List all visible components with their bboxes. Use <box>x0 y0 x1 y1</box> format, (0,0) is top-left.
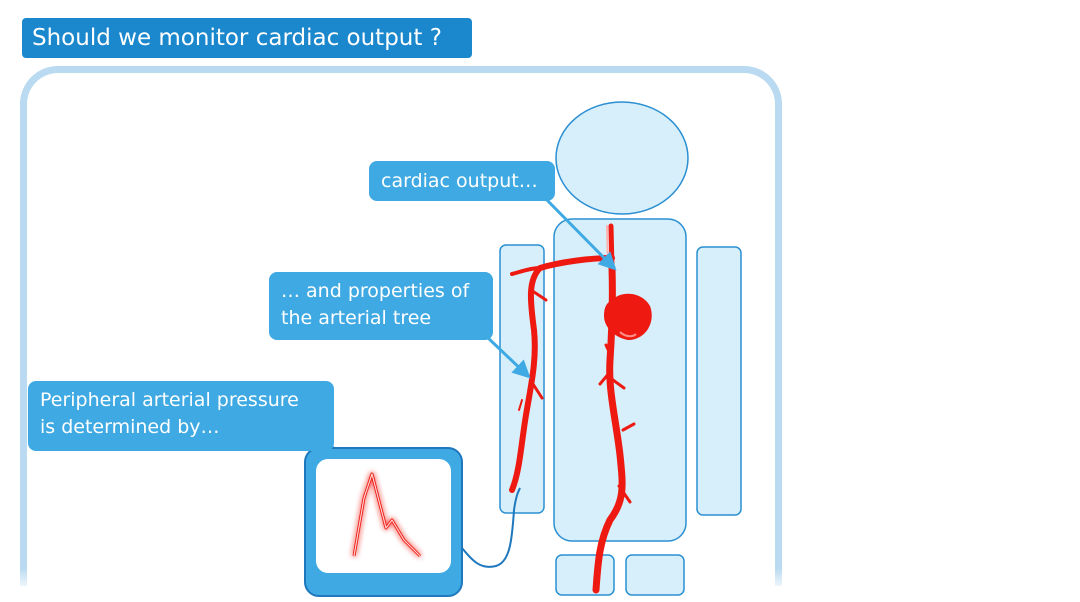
arrow-icon <box>484 334 531 379</box>
torso-shape <box>553 218 687 542</box>
callout-peripheral-pressure: Peripheral arterial pressure is determin… <box>28 381 334 451</box>
callout-arterial-tree: … and properties of the arterial tree <box>269 272 493 340</box>
callout-peripheral-line2: is determined by… <box>40 416 220 438</box>
head-shape <box>555 101 689 215</box>
monitor-cable <box>461 487 521 568</box>
slide-title: Should we monitor cardiac output ? <box>22 18 472 58</box>
left-leg-shape <box>555 554 615 596</box>
left-arm-shape <box>499 244 545 514</box>
pressure-monitor <box>304 447 463 597</box>
callout-arterial-tree-line1: … and properties of <box>281 280 470 302</box>
right-arm-shape <box>696 246 742 516</box>
callout-cardiac-output: cardiac output… <box>369 161 555 201</box>
arm-artery <box>509 255 615 493</box>
callout-arterial-tree-line2: the arterial tree <box>281 307 432 329</box>
content-frame <box>20 66 782 586</box>
heart-shape <box>604 293 652 340</box>
callout-peripheral-line1: Peripheral arterial pressure <box>40 389 299 411</box>
arrow-icon <box>541 194 617 271</box>
carotid-artery <box>608 223 615 271</box>
callout-cardiac-output-text: cardiac output… <box>381 170 538 192</box>
right-leg-shape <box>625 554 685 596</box>
